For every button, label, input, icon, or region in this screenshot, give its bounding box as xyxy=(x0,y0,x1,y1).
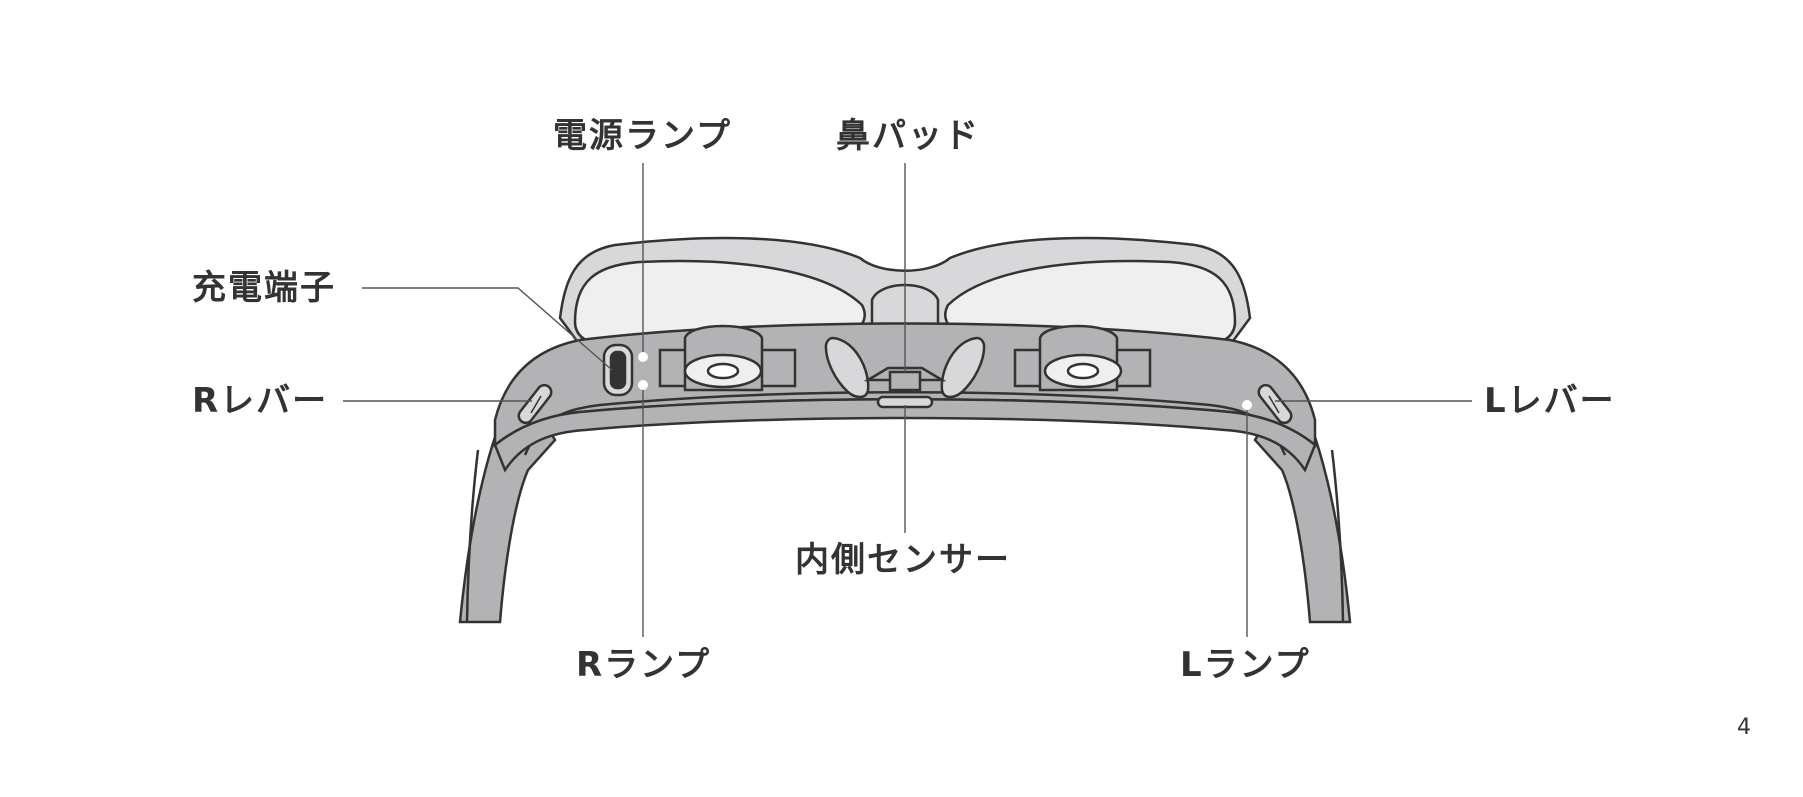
nose-pad-right xyxy=(824,336,870,399)
label-inner-sensor: 内側センサー xyxy=(795,540,1011,580)
l-lever xyxy=(1257,383,1293,425)
label-r-lever: Rレバー xyxy=(192,381,329,421)
left-camera xyxy=(1013,324,1152,392)
charging-port xyxy=(602,343,634,397)
l-lamp-dot xyxy=(1242,400,1252,410)
r-lever xyxy=(517,383,553,425)
label-power-lamp: 電源ランプ xyxy=(553,116,732,156)
r-lever-knob xyxy=(517,383,553,425)
leader-lines xyxy=(343,163,1472,637)
left-camera-lens xyxy=(1066,362,1100,380)
nose-pads xyxy=(824,336,986,399)
sensor-block xyxy=(888,370,922,392)
label-nose-pad: 鼻パッド xyxy=(836,116,980,156)
body-inner-edge xyxy=(523,391,1287,456)
label-l-lever: Lレバー xyxy=(1484,381,1616,421)
right-camera-lens xyxy=(706,362,740,380)
leader-charging-port xyxy=(362,287,613,371)
body-lower-rim xyxy=(493,398,1317,473)
charging-port-slot xyxy=(609,350,627,390)
l-lever-knob xyxy=(1257,383,1293,425)
r-lamp-dot xyxy=(638,380,648,390)
r-lever-groove xyxy=(530,395,542,414)
right-camera xyxy=(658,324,797,392)
label-charging-port: 充電端子 xyxy=(192,268,336,308)
left-temple-inner-edge xyxy=(1330,449,1345,623)
page-number: 4 xyxy=(1737,715,1751,740)
power-lamp-dot xyxy=(638,352,648,362)
nose-pad-left xyxy=(940,336,986,399)
l-lever-groove xyxy=(1268,395,1280,414)
label-r-lamp: Rランプ xyxy=(576,645,712,685)
label-l-lamp: Lランプ xyxy=(1180,645,1311,685)
right-temple-inner-edge xyxy=(465,449,480,623)
